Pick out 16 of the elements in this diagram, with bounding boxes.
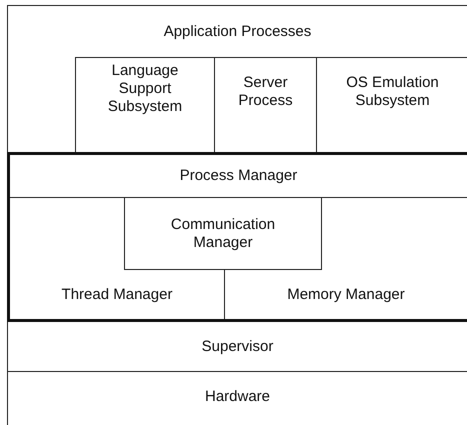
layer-box — [124, 198, 322, 270]
layer-label: Thread Manager — [62, 286, 172, 304]
layer-label: Process Manager — [180, 167, 298, 185]
layer-label: Supervisor — [202, 338, 274, 356]
layer-label: Server Process — [237, 74, 294, 110]
layer-box — [316, 57, 467, 153]
layer-label: Hardware — [204, 388, 270, 406]
layer-label: Communication Manager — [170, 216, 276, 252]
layer-label: Memory Manager — [287, 286, 405, 304]
layer-box — [7, 322, 467, 372]
layer-box — [7, 5, 467, 152]
layer-label: Language Support Subsystem — [106, 62, 184, 116]
layer-label: Application Processes — [164, 23, 312, 41]
kernel-frame — [7, 152, 467, 322]
layer-box — [75, 57, 215, 153]
layer-label: OS Emulation Subsystem — [345, 74, 440, 110]
